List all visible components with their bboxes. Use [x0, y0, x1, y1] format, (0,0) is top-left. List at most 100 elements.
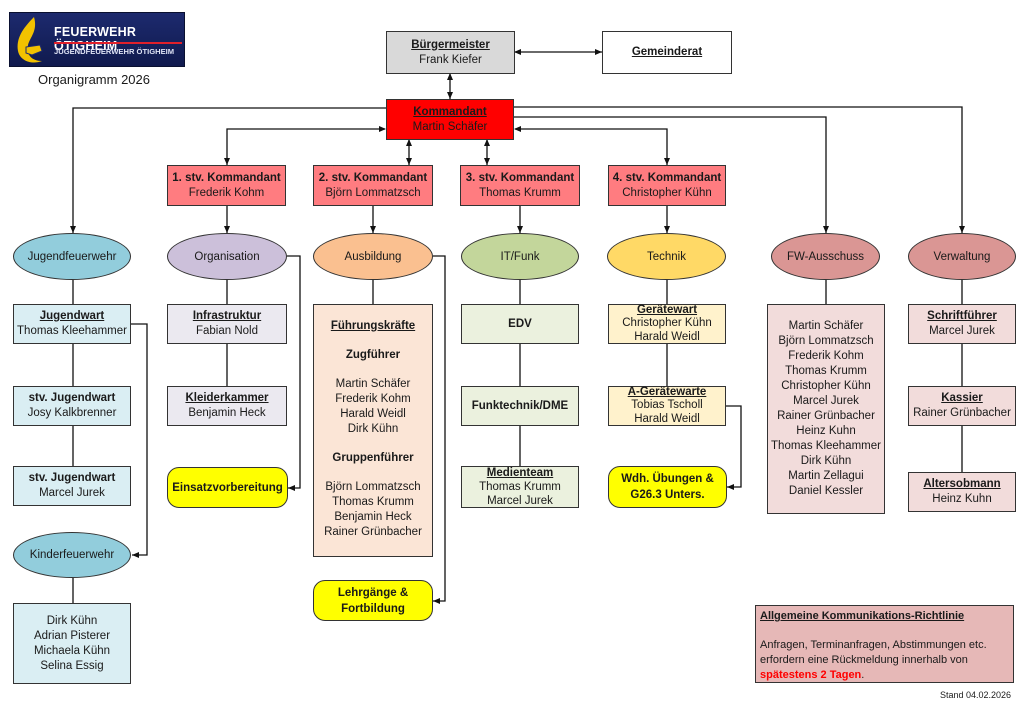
line-ag-wdh — [726, 405, 742, 490]
a-geraetewarte-box[interactable]: A-Gerätewarte Tobias Tscholl Harald Weid… — [608, 386, 726, 426]
oval-verwaltung[interactable]: Verwaltung — [908, 233, 1016, 280]
line-kdt-stv1 — [224, 126, 386, 165]
member: Thomas Krumm — [785, 365, 867, 377]
oval-ausbildung[interactable]: Ausbildung — [313, 233, 433, 280]
funktechnik-box[interactable]: Funktechnik/DME — [461, 386, 579, 426]
member: Thomas Krumm — [479, 481, 561, 493]
deputy-3-box[interactable]: 3. stv. Kommandant Thomas Krumm — [460, 165, 580, 206]
infrastruktur-box[interactable]: Infrastruktur Fabian Nold — [167, 304, 287, 344]
box-title: Infrastruktur — [192, 310, 262, 322]
jugendwart-box[interactable]: Jugendwart Thomas Kleehammer — [13, 304, 131, 344]
box-title: Kassier — [941, 392, 983, 404]
kinderfeuerwehr-members-box[interactable]: Dirk Kühn Adrian Pisterer Michaela Kühn … — [13, 603, 131, 684]
task-line: Wdh. Übungen & — [621, 473, 714, 485]
notice-body: Anfragen, Terminanfragen, Abstimmungen e… — [760, 638, 1009, 683]
altersobmann-box[interactable]: Altersobmann Heinz Kuhn — [908, 472, 1016, 512]
task-line: Fortbildung — [341, 602, 405, 615]
task-line: Lehrgänge & — [337, 586, 409, 599]
deputy-name: Thomas Krumm — [479, 186, 561, 199]
edv-box[interactable]: EDV — [461, 304, 579, 344]
box-name: Marcel Jurek — [39, 487, 105, 499]
stv-jugendwart-2-box[interactable]: stv. Jugendwart Marcel Jurek — [13, 466, 131, 506]
deputy-title: 1. stv. Kommandant — [172, 171, 281, 184]
flame-lion-icon — [17, 17, 43, 63]
fw-ausschuss-members-box[interactable]: Martin Schäfer Björn Lommatzsch Frederik… — [767, 304, 885, 514]
kleiderkammer-box[interactable]: Kleiderkammer Benjamin Heck — [167, 386, 287, 426]
member: Frederik Kohm — [788, 350, 864, 362]
member: Thomas Kleehammer — [771, 440, 881, 452]
buergermeister-title: Bürgermeister — [411, 38, 490, 51]
logo: FEUERWEHR ÖTIGHEIM JUGENDFEUERWEHR ÖTIGH… — [9, 12, 185, 67]
box-title: Altersobmann — [923, 478, 1001, 490]
box-name: Fabian Nold — [195, 325, 258, 337]
kassier-box[interactable]: Kassier Rainer Grünbacher — [908, 386, 1016, 426]
notice-end: . — [861, 669, 865, 681]
einsatzvorbereitung-box[interactable]: Einsatzvorbereitung — [167, 467, 288, 508]
member: Rainer Grünbacher — [324, 526, 422, 538]
member: Heinz Kuhn — [796, 425, 856, 437]
task-line: G26.3 Unters. — [630, 489, 705, 501]
gemeinderat-title: Gemeinderat — [631, 46, 703, 58]
member: Martin Schäfer — [335, 378, 411, 390]
box-title: Funktechnik/DME — [471, 399, 569, 412]
fuehrungskraefte-box[interactable]: Führungskräfte Zugführer Martin Schäfer … — [313, 304, 433, 557]
box-name: Marcel Jurek — [929, 325, 995, 337]
member: Tobias Tscholl — [631, 399, 703, 412]
oval-fw-ausschuss[interactable]: FW-Ausschuss — [771, 233, 880, 280]
member: Björn Lommatzsch — [778, 335, 874, 347]
deputy-name: Björn Lommatzsch — [325, 186, 421, 199]
member: Adrian Pisterer — [33, 629, 111, 642]
member: Benjamin Heck — [334, 511, 412, 523]
box-name: Benjamin Heck — [188, 407, 266, 419]
gemeinderat-box[interactable]: Gemeinderat — [602, 31, 732, 74]
member: Rainer Grünbacher — [777, 410, 875, 422]
deputy-1-box[interactable]: 1. stv. Kommandant Frederik Kohm — [167, 165, 286, 206]
medienteam-box[interactable]: Medienteam Thomas Krumm Marcel Jurek — [461, 466, 579, 508]
stand-date: Stand 04.02.2026 — [940, 690, 1012, 700]
wdh-uebungen-box[interactable]: Wdh. Übungen & G26.3 Unters. — [608, 466, 727, 508]
document-title: Organigramm 2026 — [38, 72, 150, 87]
box-name: Josy Kalkbrenner — [27, 407, 117, 419]
stv-jugendwart-1-box[interactable]: stv. Jugendwart Josy Kalkbrenner — [13, 386, 131, 426]
notice-title: Allgemeine Kommunikations-Richtlinie — [760, 610, 965, 622]
box-name: Heinz Kuhn — [932, 493, 992, 505]
box-title: stv. Jugendwart — [28, 472, 116, 484]
oval-it-funk[interactable]: IT/Funk — [461, 233, 579, 280]
member: Björn Lommatzsch — [325, 481, 421, 493]
buergermeister-box[interactable]: Bürgermeister Frank Kiefer — [386, 31, 515, 74]
schriftfuehrer-box[interactable]: Schriftführer Marcel Jurek — [908, 304, 1016, 344]
member: Dirk Kühn — [347, 423, 399, 435]
notice-highlight: spätestens 2 Tagen — [760, 669, 862, 681]
oval-jugendfeuerwehr[interactable]: Jugendfeuerwehr — [13, 233, 131, 280]
member: Marcel Jurek — [793, 395, 859, 407]
oval-organisation[interactable]: Organisation — [167, 233, 287, 280]
member: Frederik Kohm — [335, 393, 411, 405]
line-kdt-stv4 — [514, 126, 670, 165]
line-org-einsatz — [287, 255, 301, 491]
box-name: Rainer Grünbacher — [913, 407, 1011, 419]
box-title: Gerätewart — [636, 303, 698, 316]
member: Christopher Kühn — [622, 317, 712, 330]
deputy-title: 4. stv. Kommandant — [612, 171, 722, 184]
member: Selina Essig — [40, 659, 104, 672]
logo-subtitle: JUGENDFEUERWEHR ÖTIGHEIM — [54, 47, 175, 56]
oval-technik[interactable]: Technik — [607, 233, 726, 280]
member: Michaela Kühn — [33, 644, 111, 657]
communication-guideline: Allgemeine Kommunikations-Richtlinie Anf… — [755, 605, 1014, 683]
kommandant-box[interactable]: Kommandant Martin Schäfer — [386, 99, 514, 140]
kommandant-name: Martin Schäfer — [412, 120, 488, 133]
box-title: Kleiderkammer — [185, 392, 269, 404]
geraetewart-box[interactable]: Gerätewart Christopher Kühn Harald Weidl — [608, 304, 726, 344]
gruppenfuehrer-label: Gruppenführer — [332, 452, 414, 464]
line-kdt-vw — [514, 106, 965, 233]
box-title: stv. Jugendwart — [28, 392, 116, 404]
box-title: Führungskräfte — [330, 320, 416, 332]
zugfuehrer-label: Zugführer — [345, 349, 401, 361]
box-title: Medienteam — [486, 467, 554, 479]
deputy-name: Frederik Kohm — [188, 186, 265, 199]
lehrgaenge-box[interactable]: Lehrgänge & Fortbildung — [313, 580, 433, 621]
deputy-title: 2. stv. Kommandant — [318, 171, 428, 184]
oval-kinderfeuerwehr[interactable]: Kinderfeuerwehr — [13, 532, 131, 578]
deputy-4-box[interactable]: 4. stv. Kommandant Christopher Kühn — [608, 165, 726, 206]
deputy-2-box[interactable]: 2. stv. Kommandant Björn Lommatzsch — [313, 165, 433, 206]
